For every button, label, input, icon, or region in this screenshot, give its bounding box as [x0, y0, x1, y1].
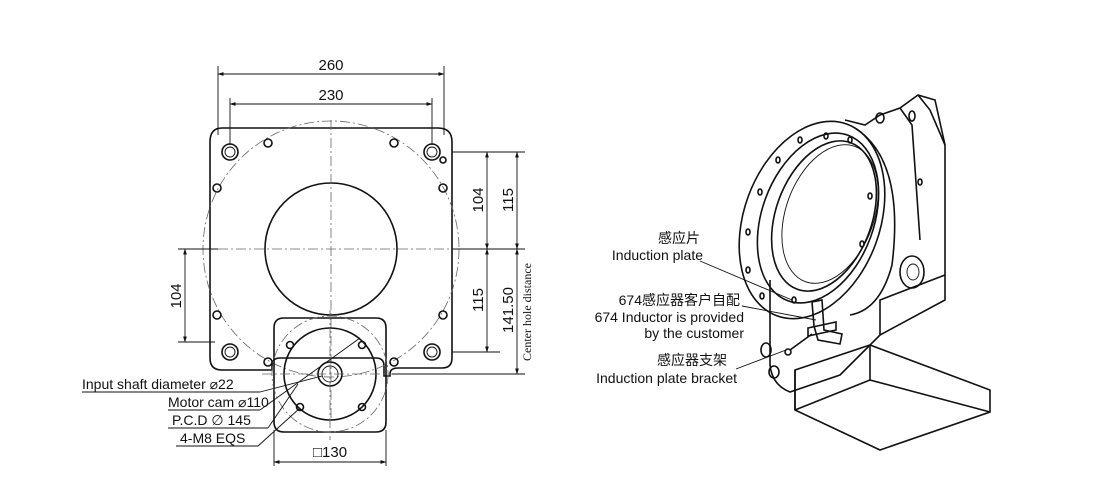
motor-flange [273, 317, 387, 433]
housing-body [769, 94, 946, 393]
dim-230: 230 [318, 87, 343, 104]
dim-104-right: 104 [470, 187, 487, 212]
dim-260: 260 [318, 57, 343, 74]
front-view-drawing: 260 230 104 115 115 141.50 Center hole d… [82, 57, 534, 466]
callout-pcd: P.C.D ∅ 145 [172, 412, 251, 428]
center-hole-distance-label: Center hole distance [520, 263, 534, 361]
callout-bolts: 4-M8 EQS [180, 430, 245, 446]
label-bracket-en: Induction plate bracket [596, 370, 737, 386]
callout-leaders [82, 337, 361, 447]
output-ring-inner [756, 132, 880, 304]
dim-141-50: 141.50 [500, 287, 517, 333]
label-inductor-en-1: 674 Inductor is provided [595, 309, 744, 325]
dim-115-right: 115 [500, 188, 517, 212]
motor-bolt-holes [285, 340, 367, 412]
callout-motor-cam: Motor cam ⌀110 [168, 394, 269, 410]
pcd-small-holes [212, 138, 448, 367]
callout-input-shaft: Input shaft diameter ⌀22 [82, 376, 234, 392]
side-boss [899, 255, 925, 289]
label-induction-plate-en: Induction plate [612, 247, 703, 263]
label-induction-plate-cn: 感应片 [658, 230, 700, 246]
main-plate-outline [209, 127, 453, 377]
sensor-bracket [760, 299, 843, 379]
output-ring-outer [738, 120, 886, 320]
isometric-view-drawing [699, 94, 991, 451]
dim-130: □130 [313, 444, 347, 461]
label-inductor-cn: 674感应器客户自配 [619, 292, 740, 308]
label-bracket-cn: 感应器支架 [657, 352, 727, 368]
dim-115-lower: 115 [470, 288, 487, 312]
label-inductor-en-2: by the customer [644, 325, 744, 341]
dim-104-left: 104 [168, 283, 185, 308]
